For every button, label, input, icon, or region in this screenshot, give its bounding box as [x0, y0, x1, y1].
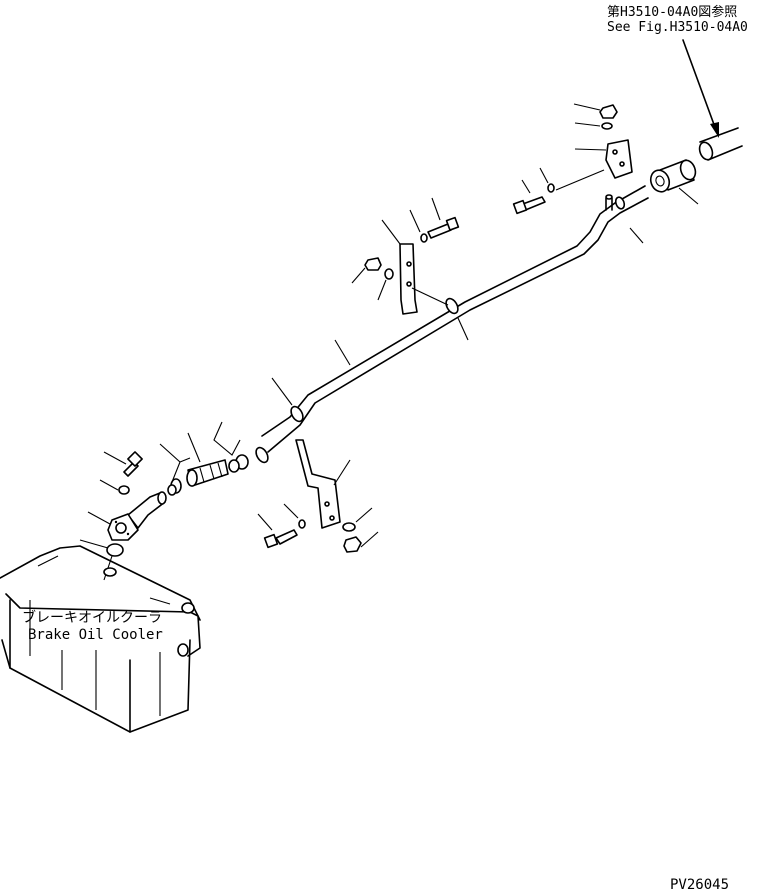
hose-sleeve: [649, 159, 699, 205]
lower-bracket-assembly: [257, 439, 379, 553]
fittings-group: [159, 421, 249, 496]
cooler-elbow-flange: [79, 451, 167, 581]
middle-bracket-assembly: [351, 197, 460, 315]
upper-bracket-assembly: [512, 103, 633, 215]
brake-oil-cooler-tank: ブレーキオイルクーラ Brake Oil Cooler: [0, 545, 201, 733]
upper-pipe-end: [698, 127, 743, 161]
figure-code: PV26045: [670, 877, 729, 893]
main-tube-upper: [255, 185, 649, 464]
cooler-label-jp: ブレーキオイルクーラ: [22, 609, 162, 626]
reference-note-jp: 第H3510-04A0図参照: [607, 4, 737, 20]
cooler-label-en: Brake Oil Cooler: [28, 627, 163, 643]
reference-note-en: See Fig.H3510-04A0: [607, 20, 748, 35]
reference-arrow: [682, 39, 719, 138]
